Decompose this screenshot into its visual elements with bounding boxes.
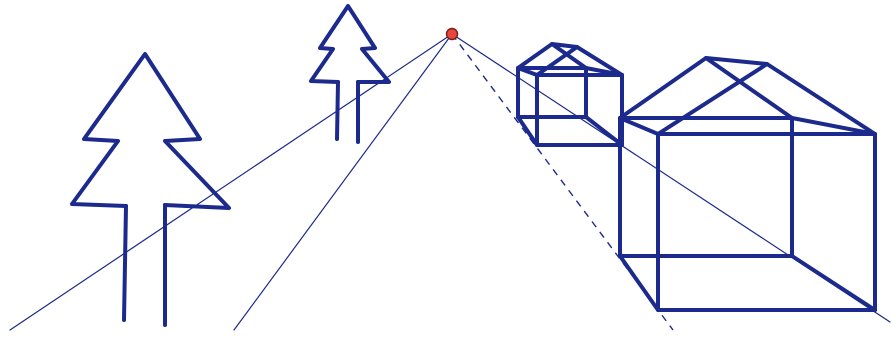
house-large-ridge (704, 56, 769, 66)
house-small-edge-br (584, 115, 624, 147)
house-small-ridge (550, 42, 579, 49)
house-small (516, 42, 624, 147)
house-large-edge-br (790, 254, 877, 312)
tree-large-trunk-left (122, 204, 128, 322)
house-small-edge-tl (516, 66, 539, 77)
tree-small-trunk-left (335, 80, 340, 141)
projection-line-dashed (451, 33, 674, 331)
house-large-roof-back (618, 56, 794, 120)
house-large-edge-tr (790, 116, 877, 136)
house-large-edge-bl (618, 254, 660, 312)
tree-small (309, 4, 391, 144)
projection-line-left-near (233, 33, 453, 331)
tree-small-crown (309, 4, 391, 84)
house-large-edge-tl (618, 116, 660, 136)
house-small-edge-tr (584, 66, 624, 77)
house-small-edge-bl (516, 115, 539, 147)
projection-lines (9, 33, 891, 331)
house-large (618, 56, 877, 312)
house-large-back-face (618, 116, 794, 258)
tree-large (70, 52, 231, 327)
vanishing-point[interactable] (445, 27, 459, 41)
tree-large-crown (70, 52, 231, 210)
house-large-front-face (656, 132, 877, 312)
